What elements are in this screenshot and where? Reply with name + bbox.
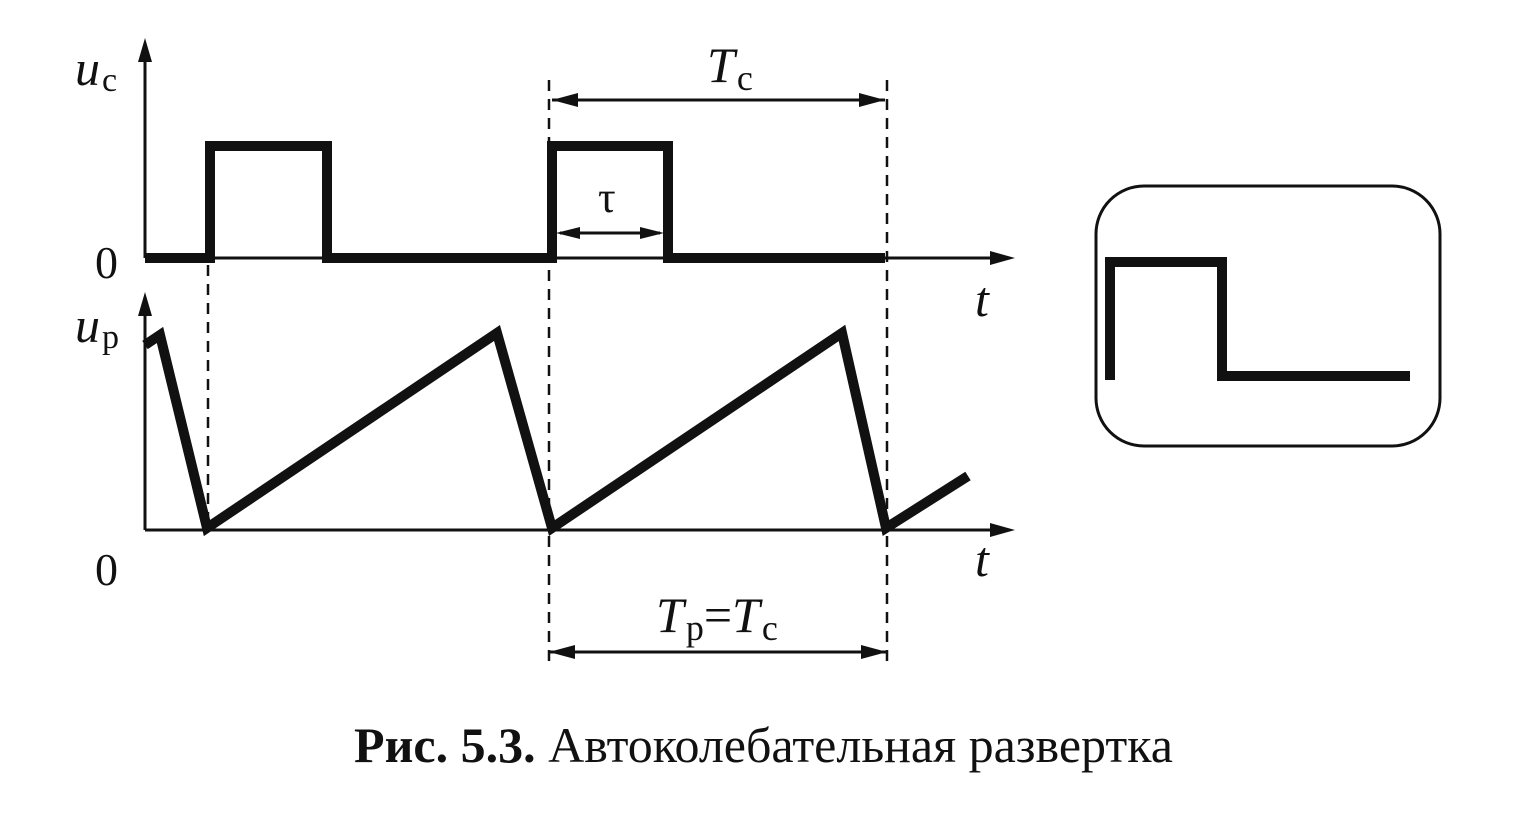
screen-frame bbox=[1094, 184, 1442, 448]
top-plot bbox=[138, 38, 1015, 265]
sawtooth-signal bbox=[142, 324, 971, 537]
bottom-plot bbox=[138, 292, 1015, 659]
bottom-y-axis-arrow bbox=[138, 292, 152, 316]
dashed-guides bbox=[206, 80, 889, 665]
tau-label: τ bbox=[598, 173, 616, 222]
top-zero-label: 0 bbox=[95, 237, 118, 288]
tc-arrow-left-head bbox=[552, 93, 578, 107]
labels: uс 0 t Tс τ uр 0 t Tр=Tс bbox=[75, 37, 990, 648]
tp-arrow-left-head bbox=[549, 645, 575, 659]
top-x-axis-arrow bbox=[990, 251, 1015, 265]
figure-caption-label: Рис. 5.3. bbox=[354, 717, 536, 773]
tp-arrow-right-head bbox=[861, 645, 887, 659]
figure-caption: Рис. 5.3. Автоколебательная развертка bbox=[0, 716, 1527, 774]
bottom-zero-label: 0 bbox=[95, 544, 118, 595]
pulse-signal bbox=[145, 141, 885, 263]
tau-arrow-left-head bbox=[556, 227, 580, 239]
screen-trace bbox=[1105, 257, 1410, 381]
tp-eq-tc-label: Tр=Tс bbox=[656, 587, 778, 648]
top-y-label: uс bbox=[75, 40, 117, 99]
tau-arrow-right-head bbox=[640, 227, 664, 239]
top-t-label: t bbox=[975, 271, 990, 327]
bottom-x-axis-arrow bbox=[990, 523, 1015, 537]
figure-caption-text: Автоколебательная развертка bbox=[548, 717, 1173, 773]
oscilloscope-screen bbox=[1094, 184, 1442, 448]
bottom-t-label: t bbox=[975, 531, 990, 587]
bottom-y-label: uр bbox=[75, 297, 119, 356]
top-y-axis-arrow bbox=[138, 38, 152, 62]
tc-arrow-right-head bbox=[859, 93, 885, 107]
tc-label: Tс bbox=[707, 37, 753, 98]
